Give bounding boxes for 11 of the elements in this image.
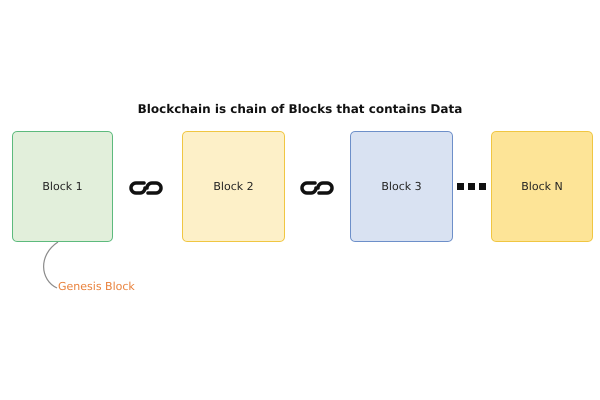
block-label: Block 2: [213, 180, 254, 193]
block-label: Block 3: [381, 180, 422, 193]
block-box: [491, 131, 593, 242]
callout-text: Genesis Block: [58, 280, 135, 293]
block-box: [12, 131, 113, 242]
block-label: Block N: [521, 180, 563, 193]
leader-line: [43, 242, 58, 289]
diagram-title: Blockchain is chain of Blocks that contains Data: [138, 102, 462, 116]
block-label: Block 1: [42, 180, 83, 193]
block-box: [350, 131, 453, 242]
block-box: [182, 131, 285, 242]
